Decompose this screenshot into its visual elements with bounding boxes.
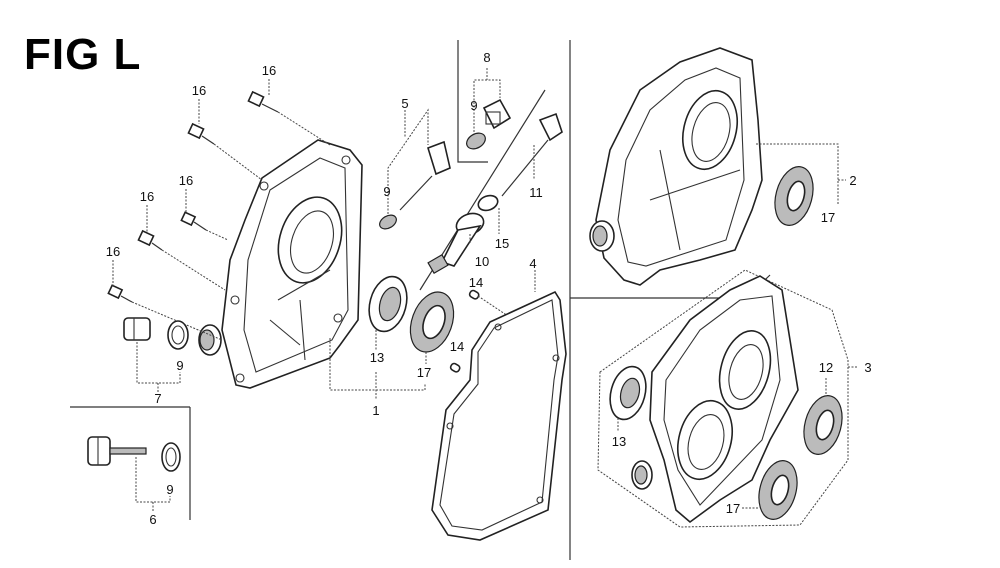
filler-box-border <box>457 40 488 163</box>
callout-17: 17 <box>417 365 431 380</box>
callout-16: 16 <box>106 244 120 259</box>
bearing-17-cover2[interactable] <box>769 162 819 229</box>
bearing-17-cover3[interactable] <box>753 456 803 523</box>
filler-cap-8[interactable] <box>482 98 512 130</box>
drain-plug-7[interactable] <box>123 317 151 341</box>
callout-16: 16 <box>140 189 154 204</box>
oil-gauge-5[interactable] <box>399 140 451 211</box>
dowel-pin-14b[interactable] <box>449 362 461 373</box>
callout-13: 13 <box>612 434 626 449</box>
flange-bolt-16e[interactable] <box>107 284 223 341</box>
crankcase-cover-2[interactable] <box>589 47 763 286</box>
o-ring-15[interactable] <box>476 193 500 213</box>
callout-4: 4 <box>529 256 536 271</box>
callout-3: 3 <box>864 360 871 375</box>
oil-seal-13[interactable] <box>363 272 412 335</box>
flange-bolt-16c[interactable] <box>180 211 229 241</box>
callout-11: 11 <box>529 185 543 200</box>
callout-9: 9 <box>383 184 390 199</box>
leader-7 <box>136 342 181 384</box>
leader-5 <box>387 108 429 214</box>
callout-12: 12 <box>819 360 833 375</box>
washer-9-drain[interactable] <box>167 320 189 350</box>
o-ring-9-filler[interactable] <box>464 130 488 152</box>
callout-16: 16 <box>192 83 206 98</box>
leader-6 <box>135 457 171 503</box>
callout-17: 17 <box>726 501 740 516</box>
callout-14: 14 <box>450 339 464 354</box>
bearing-17[interactable] <box>403 286 462 358</box>
callout-labels: 16 16 16 16 16 5 9 8 9 11 15 10 4 14 14 … <box>106 50 872 527</box>
flange-bolt-16b[interactable] <box>187 122 263 181</box>
bearing-12[interactable] <box>798 391 848 458</box>
callout-16: 16 <box>179 173 193 188</box>
washer-9-drain-6[interactable] <box>161 442 181 472</box>
callout-2: 2 <box>849 173 856 188</box>
callout-17: 17 <box>821 210 835 225</box>
gasket-4[interactable] <box>431 290 567 541</box>
figure-title: FIG L <box>24 30 142 79</box>
callout-9: 9 <box>470 98 477 113</box>
callout-7: 7 <box>154 391 161 406</box>
callout-14: 14 <box>469 275 483 290</box>
flange-bolt-16d[interactable] <box>137 229 226 291</box>
callout-13: 13 <box>370 350 384 365</box>
callout-9: 9 <box>176 358 183 373</box>
crankcase-cover-1[interactable] <box>198 139 363 389</box>
callout-6: 6 <box>149 512 156 527</box>
leader-1 <box>329 338 426 391</box>
oil-seal-13-cover3[interactable] <box>605 363 652 424</box>
callout-9: 9 <box>166 482 173 497</box>
callout-16: 16 <box>262 63 276 78</box>
oil-gauge-11[interactable] <box>501 112 563 197</box>
flange-bolt-16a[interactable] <box>247 90 331 146</box>
callout-8: 8 <box>483 50 490 65</box>
crankcase-cover-3[interactable] <box>631 275 799 524</box>
o-ring-9-gauge[interactable] <box>377 212 399 231</box>
callout-10: 10 <box>475 254 489 269</box>
callout-5: 5 <box>401 96 408 111</box>
leader-2 <box>756 143 839 205</box>
drain-plug-6[interactable] <box>87 436 147 466</box>
callout-1: 1 <box>372 403 379 418</box>
callout-15: 15 <box>495 236 509 251</box>
